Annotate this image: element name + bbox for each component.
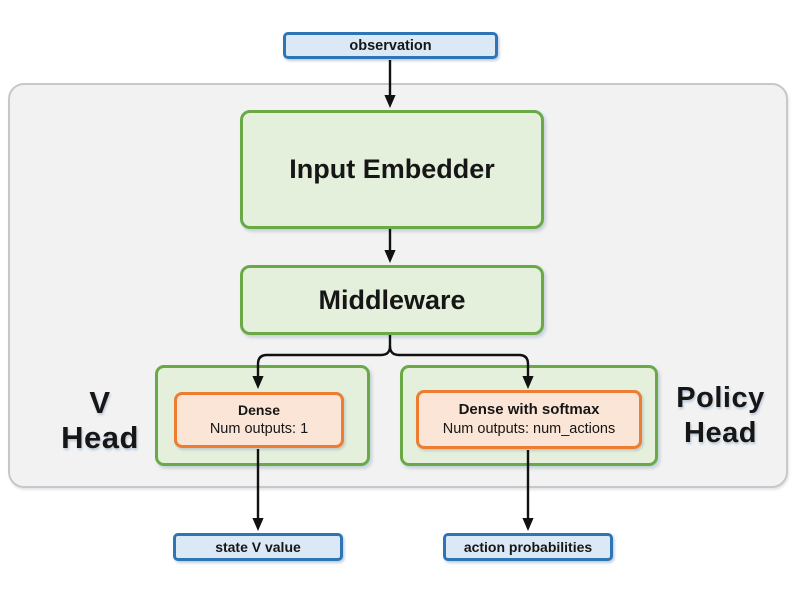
input-embedder-label: Input Embedder bbox=[289, 154, 495, 184]
policy-head-dense-title: Dense with softmax bbox=[458, 400, 600, 418]
policy-head-dense-layer: Dense with softmax Num outputs: num_acti… bbox=[416, 390, 642, 449]
action-probabilities-node: action probabilities bbox=[443, 533, 613, 561]
v-head-dense-title: Dense bbox=[237, 401, 281, 418]
policy-head-side-label: Policy Head bbox=[663, 381, 778, 451]
observation-node: observation bbox=[283, 32, 498, 59]
v-head-side-label: V Head bbox=[45, 385, 155, 455]
v-head-dense-detail: Num outputs: 1 bbox=[209, 420, 309, 437]
policy-head-label-line1: Policy bbox=[676, 382, 765, 414]
state-v-value-node: state V value bbox=[173, 533, 343, 561]
middleware-label: Middleware bbox=[318, 284, 466, 315]
input-embedder-node: Input Embedder bbox=[240, 110, 544, 229]
v-head-dense-layer: Dense Num outputs: 1 bbox=[174, 392, 344, 448]
action-probabilities-label: action probabilities bbox=[463, 539, 593, 555]
observation-label: observation bbox=[349, 37, 432, 54]
state-v-value-label: state V value bbox=[215, 539, 301, 555]
policy-head-dense-detail: Num outputs: num_actions bbox=[442, 420, 616, 437]
v-head-label-line2: Head bbox=[61, 420, 139, 455]
policy-head-label-line2: Head bbox=[684, 417, 757, 449]
middleware-node: Middleware bbox=[240, 265, 544, 335]
v-head-label-line1: V bbox=[89, 385, 111, 420]
